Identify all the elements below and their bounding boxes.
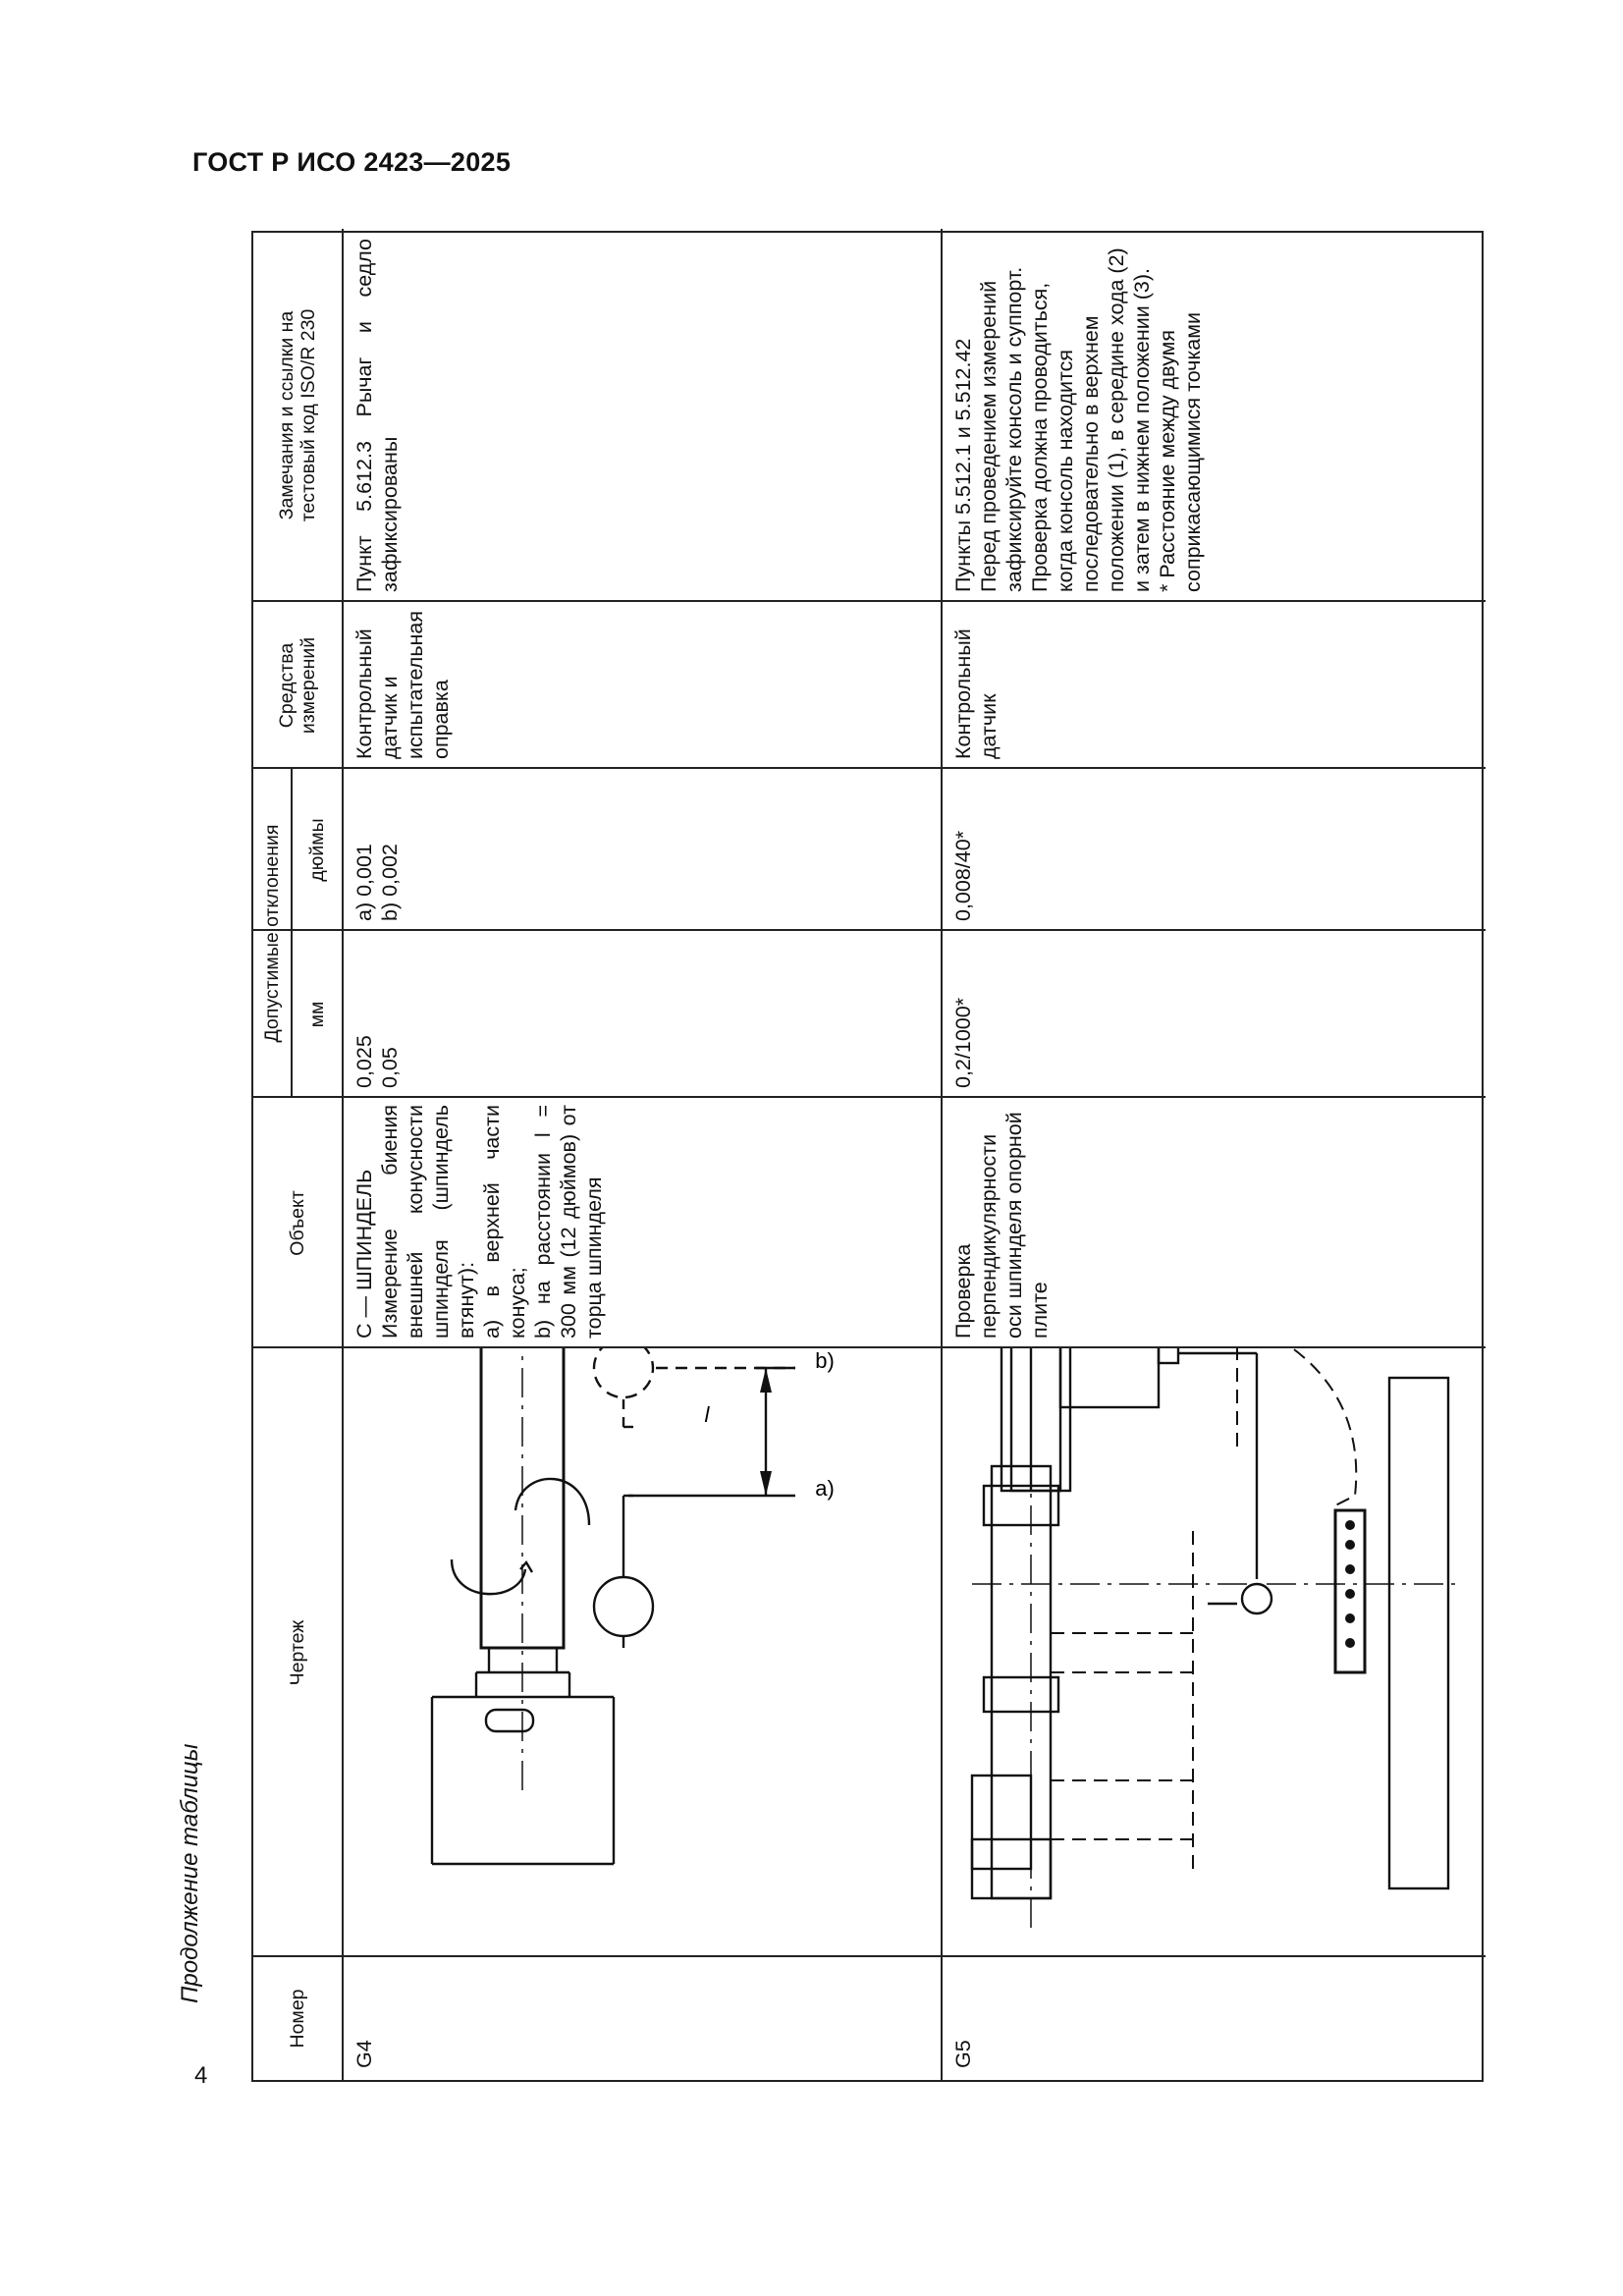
row-g5-object: Проверка перпендикулярности оси шпинделя… xyxy=(951,1112,1052,1339)
rotated-table-frame: Номер Чертеж Объект Допустимые отклонени… xyxy=(251,229,1486,2082)
row-g4-tools: Контрольный датчик и испытательная оправ… xyxy=(352,610,453,759)
spindle-perpendicularity-drawing: 1) 2) 3) xyxy=(970,1348,1463,1928)
row-g4-inches: a) 0,001 b) 0,002 xyxy=(352,844,402,921)
row-g4-mm: 0,025 0,05 xyxy=(352,1035,402,1088)
row-g5-number: G5 xyxy=(951,2040,975,2068)
spindle-runout-drawing: a) b) l xyxy=(430,1348,835,1866)
label-l: l xyxy=(705,1402,711,1427)
header-inches: дюймы xyxy=(306,818,328,882)
row-g5-mm: 0,2/1000* xyxy=(951,997,975,1088)
header-notes: Замечания и ссылки на тестовый код ISO/R… xyxy=(276,308,319,522)
header-tools: Средства измерений xyxy=(276,636,319,735)
row-g5-tools: Контрольный датчик xyxy=(951,629,1001,759)
document-code: ГОСТ Р ИСО 2423—2025 xyxy=(192,147,512,177)
row-g5-inches: 0,008/40* xyxy=(951,830,975,921)
label-b: b) xyxy=(815,1348,835,1373)
header-object: Объект xyxy=(287,1190,308,1256)
header-tolerances: Допустимые отклонения xyxy=(261,824,283,1043)
label-a: a) xyxy=(815,1476,835,1501)
page-number: 4 xyxy=(194,2062,208,2089)
row-g4-notes: Пункт 5.612.3 Рычаг и седло зафиксирован… xyxy=(352,239,402,592)
row-g4-object: С — ШПИНДЕЛЬ Измерение биения внешней ко… xyxy=(352,1105,606,1339)
header-drawing: Чертеж xyxy=(287,1619,308,1686)
header-number: Номер xyxy=(287,1989,308,2049)
header-mm: мм xyxy=(306,1001,328,1028)
row-g5-notes: Пункты 5.512.1 и 5.512.42 Перед проведен… xyxy=(951,247,1205,592)
row-g4-number: G4 xyxy=(352,2040,376,2068)
inspection-table: Номер Чертеж Объект Допустимые отклонени… xyxy=(251,229,1486,2082)
continuation-caption: Продолжение таблицы xyxy=(177,1743,203,2003)
